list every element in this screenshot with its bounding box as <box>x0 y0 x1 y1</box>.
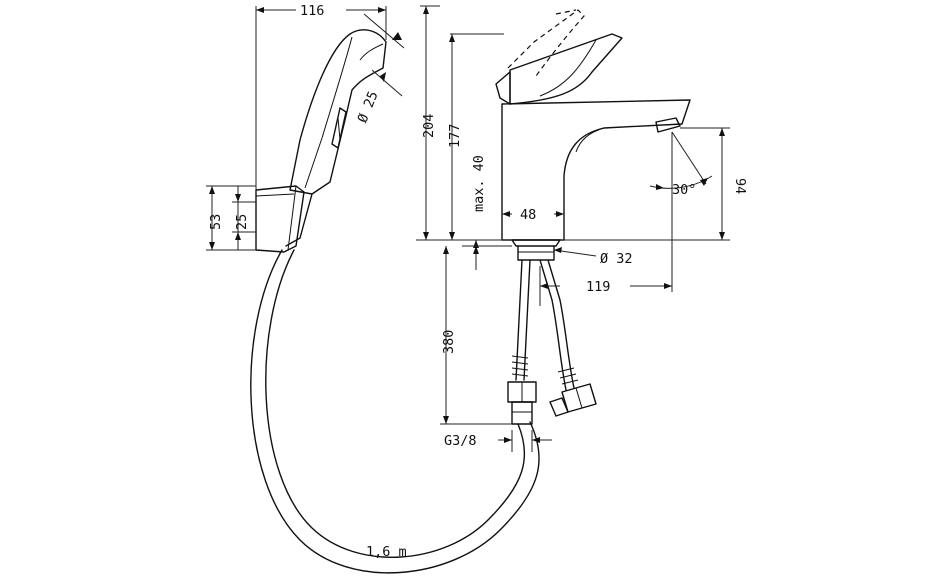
label-spout-reach: 119 <box>586 279 610 295</box>
label-connection-thread: G3/8 <box>444 433 477 449</box>
dimension-labels: 116 Ø 25 53 25 204 177 max. 40 48 Ø 32 1… <box>208 3 748 560</box>
label-outlet-height: 94 <box>732 178 748 194</box>
label-body-width: 48 <box>520 207 536 223</box>
shower-hose <box>250 249 540 574</box>
faucet <box>416 9 691 425</box>
label-base-diameter: Ø 32 <box>600 251 633 267</box>
wall-holder <box>255 185 305 253</box>
label-holder-inner: 25 <box>234 214 250 230</box>
label-spout-angle: 30° <box>672 182 696 198</box>
label-supply-length: 380 <box>441 330 457 354</box>
label-holder-height: 53 <box>208 214 224 230</box>
label-shower-width: 116 <box>300 3 324 19</box>
label-hose-length: 1,6 m <box>366 544 407 560</box>
label-spout-height: 177 <box>447 124 463 148</box>
hand-shower <box>285 29 387 247</box>
label-shower-diameter: Ø 25 <box>355 89 382 125</box>
dimension-lines <box>206 5 730 452</box>
label-total-height: 204 <box>421 114 437 138</box>
label-max-deck: max. 40 <box>471 155 487 212</box>
